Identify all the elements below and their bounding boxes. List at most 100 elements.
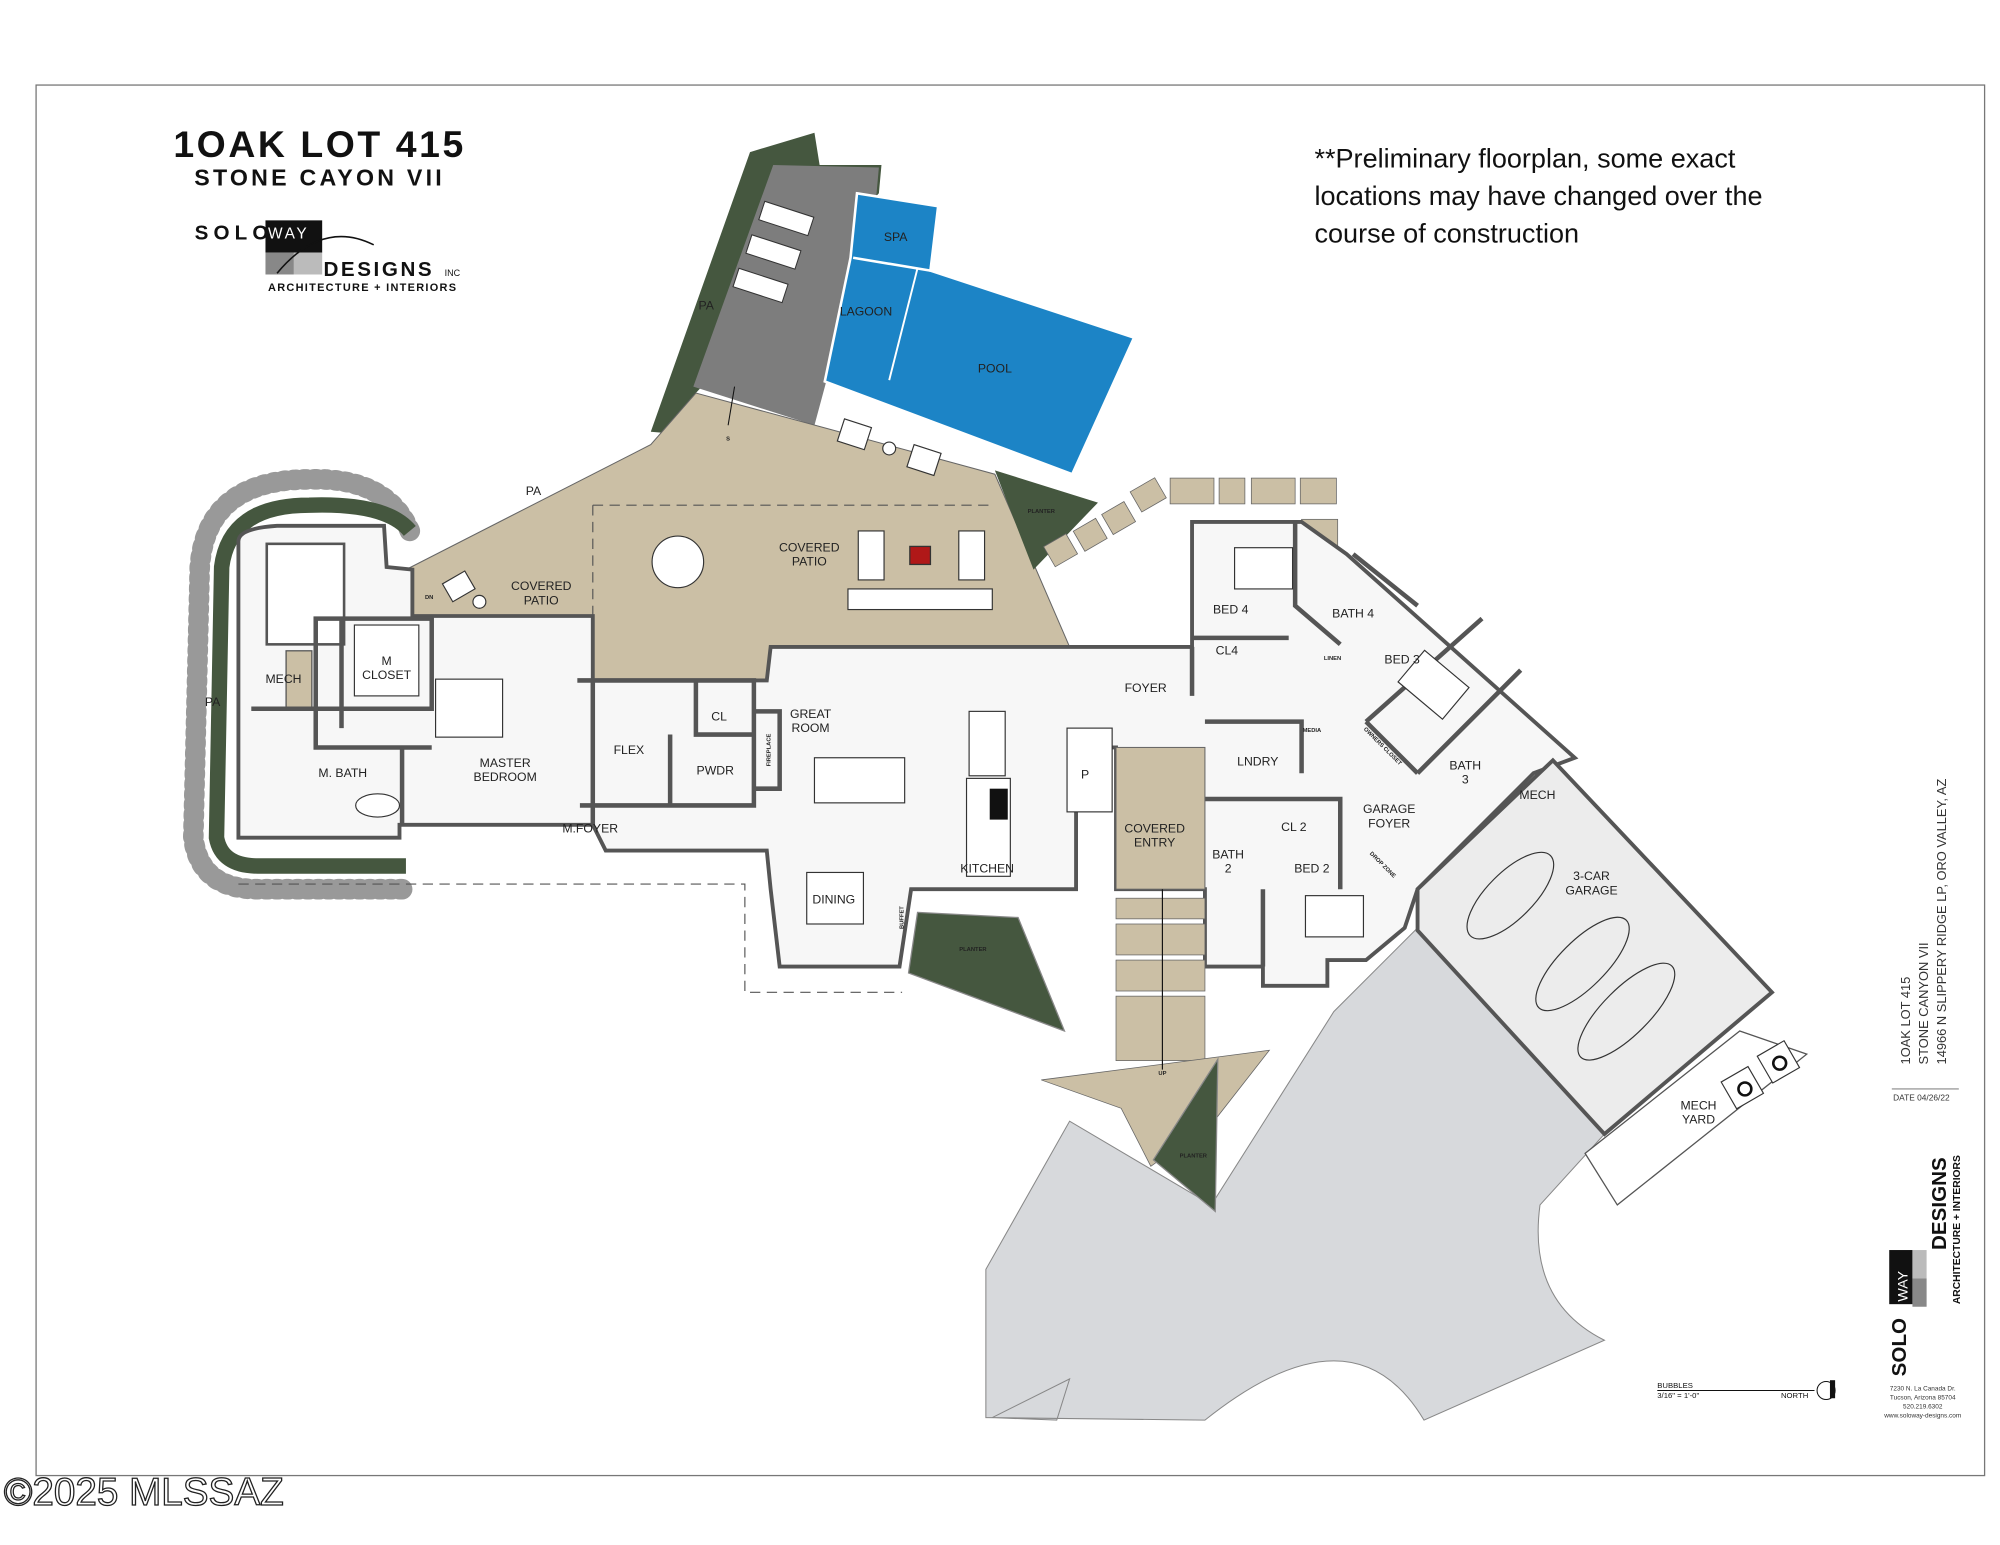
cooktop	[989, 788, 1008, 820]
label-pwdr: PWDR	[697, 764, 735, 778]
svg-text:SOLO: SOLO	[1888, 1318, 1911, 1376]
mls-watermark: ©2025 MLSSAZ	[4, 1471, 284, 1514]
project-subtitle: STONE CAYON VII	[194, 165, 445, 191]
patio-sofa	[958, 530, 986, 581]
bed-4	[1233, 547, 1294, 590]
project-title: 1OAK LOT 415	[173, 123, 466, 165]
sofa	[813, 757, 906, 804]
svg-text:ARCHITECTURE + INTERIORS: ARCHITECTURE + INTERIORS	[1952, 1155, 1963, 1304]
soloway-logo-vertical: SOLO WAY DESIGNS ARCHITECTURE + INTERIOR…	[1888, 1155, 1963, 1376]
label-cl-2: CL 2	[1281, 820, 1307, 834]
svg-text:UP: UP	[1158, 1071, 1166, 1077]
label-pool: POOL	[978, 361, 1012, 375]
label-pa-1: PA	[698, 298, 714, 312]
label-fireplace: FIREPLACE	[767, 733, 773, 766]
label-m-bath: M. BATH	[318, 766, 367, 780]
cars	[1466, 851, 1676, 1061]
svg-text:S: S	[726, 437, 730, 443]
label-flex: FLEX	[614, 743, 645, 757]
bed-2	[1304, 895, 1365, 938]
label-kitchen: KITCHEN	[960, 861, 1014, 875]
label-lndry: LNDRY	[1237, 754, 1278, 768]
covered-entry	[1115, 746, 1206, 890]
svg-text:BUBBLES: BUBBLES	[1657, 1381, 1693, 1390]
tb-subdivision: STONE CANYON VII	[1916, 942, 1931, 1064]
svg-text:2: 2	[1225, 861, 1232, 875]
label-buffet: BUFFET	[899, 906, 905, 929]
garage	[1415, 757, 1775, 1137]
kitchen-island-bar	[968, 710, 1006, 777]
driveway	[985, 927, 1606, 1421]
hvac-units	[1720, 1039, 1801, 1110]
label-covered-patio-west: COVERED	[511, 579, 572, 593]
title-block: 1OAK LOT 415 STONE CANYON VII 14966 N SL…	[1883, 779, 1963, 1420]
label-m-foyer: M.FOYER	[562, 822, 618, 836]
svg-text:DESIGNS: DESIGNS	[323, 258, 434, 281]
svg-text:PATIO: PATIO	[792, 555, 827, 569]
svg-text:520.219.6302: 520.219.6302	[1903, 1404, 1943, 1411]
label-bed-2: BED 2	[1294, 861, 1330, 875]
svg-text:YARD: YARD	[1682, 1113, 1715, 1127]
label-master-bedroom: MASTER	[480, 756, 531, 770]
planter-dining	[907, 911, 1066, 1033]
svg-text:BEDROOM: BEDROOM	[474, 770, 537, 784]
lounge-chairs	[732, 200, 815, 304]
label-linen: LINEN	[1324, 656, 1341, 662]
label-mech-west: MECH	[265, 672, 301, 686]
svg-text:Tucson, Arizona 85704: Tucson, Arizona 85704	[1890, 1395, 1956, 1402]
svg-text:NORTH: NORTH	[1781, 1391, 1808, 1400]
label-covered-entry: COVERED	[1124, 822, 1185, 836]
label-garage-foyer: GARAGE	[1363, 802, 1415, 816]
svg-text:**Preliminary floorplan, some: **Preliminary floorplan, some exact	[1314, 144, 1735, 174]
planter-entry	[1152, 1057, 1219, 1213]
label-bath-2: BATH	[1212, 847, 1244, 861]
closet-island	[353, 624, 420, 697]
svg-text:GARAGE: GARAGE	[1565, 883, 1617, 897]
pool-deck	[693, 164, 879, 426]
preliminary-note: **Preliminary floorplan, some exact loca…	[1314, 144, 1762, 249]
dining-table	[806, 871, 865, 925]
patio-lounge	[847, 588, 993, 611]
label-dining: DINING	[812, 892, 855, 906]
svg-text:INC: INC	[445, 268, 461, 278]
label-mech-yard: MECH	[1680, 1099, 1716, 1113]
bathtub	[355, 793, 401, 818]
svg-text:ARCHITECTURE + INTERIORS: ARCHITECTURE + INTERIORS	[268, 282, 457, 294]
label-pantry: P	[1081, 767, 1089, 781]
pantry	[1066, 727, 1113, 813]
fire-table	[909, 545, 932, 566]
patio-table	[651, 535, 705, 589]
svg-text:7230 N. La Canada Dr.: 7230 N. La Canada Dr.	[1890, 1386, 1956, 1393]
label-cl4: CL4	[1216, 644, 1239, 658]
planter-north	[994, 470, 1098, 570]
svg-text:DESIGNS: DESIGNS	[1928, 1157, 1951, 1250]
tb-address: 14966 N SLIPPERY RIDGE LP, ORO VALLEY, A…	[1934, 779, 1949, 1065]
label-lagoon: LAGOON	[840, 305, 892, 319]
bed-3	[1397, 649, 1470, 720]
pool-chairs	[441, 418, 942, 609]
svg-text:locations may have changed ove: locations may have changed over the	[1314, 181, 1762, 211]
tb-project: 1OAK LOT 415	[1898, 977, 1913, 1065]
svg-text:course of construction: course of construction	[1314, 218, 1579, 248]
svg-text:PLANTER: PLANTER	[959, 947, 987, 953]
svg-text:DN: DN	[425, 595, 433, 601]
svg-text:WAY: WAY	[1895, 1270, 1911, 1301]
pool-water	[823, 191, 1136, 476]
room-labels: M CLOSET MECH M. BATH MASTER BEDROOM FLE…	[265, 602, 1716, 1126]
label-cl: CL	[711, 709, 727, 723]
label-mech-east: MECH	[1519, 788, 1555, 802]
svg-text:SOLO: SOLO	[195, 222, 274, 245]
scale-bar: BUBBLES 3/16" = 1'-0" NORTH	[1657, 1380, 1836, 1400]
label-spa: SPA	[884, 230, 908, 244]
svg-text:3: 3	[1462, 773, 1469, 787]
svg-text:www.soloway-designs.com: www.soloway-designs.com	[1883, 1413, 1961, 1420]
svg-text:ENTRY: ENTRY	[1134, 836, 1175, 850]
master-garden-hedge	[182, 469, 421, 900]
label-covered-patio-main: COVERED	[779, 541, 840, 555]
mech-west	[285, 650, 313, 710]
patio-sofa	[857, 530, 885, 581]
label-pa-2: PA	[526, 484, 542, 498]
svg-text:3/16" = 1'-0": 3/16" = 1'-0"	[1657, 1391, 1699, 1400]
svg-text:WAY: WAY	[268, 225, 309, 242]
